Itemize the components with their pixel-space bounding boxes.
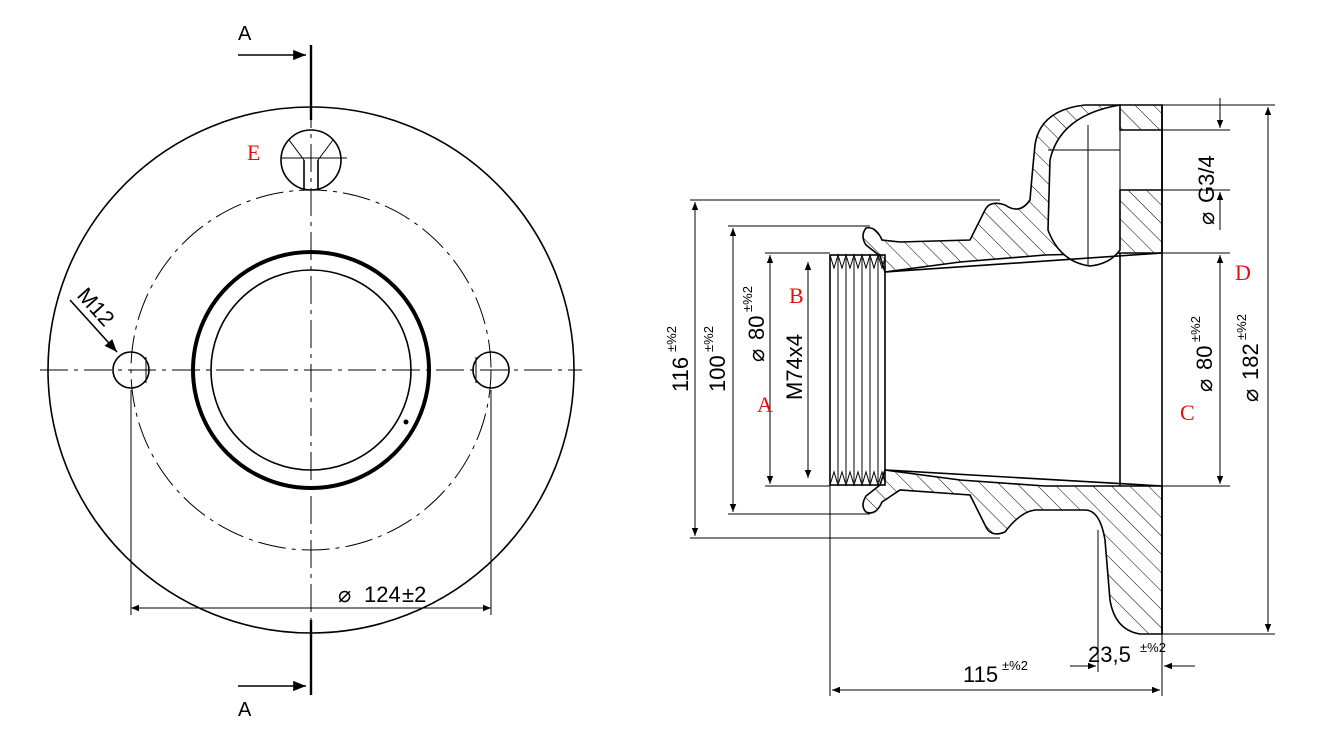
dim-23-tol: ±%2 [1140, 640, 1166, 655]
label-A: A [757, 392, 773, 417]
bore-mark [403, 419, 409, 425]
dim-116-text: 116 ±%2 [664, 326, 693, 392]
svg-text:⌀: ⌀ [1238, 389, 1263, 402]
front-view: A A M12 ⌀ 124 ±2 E [40, 23, 582, 721]
port-cone-right [317, 139, 334, 161]
lower-wall-section [862, 469, 1163, 635]
tap-leader [69, 299, 118, 353]
svg-text:±%2: ±%2 [1234, 314, 1249, 340]
dim-80-right-text: ⌀ 80 ±%2 [1188, 316, 1217, 392]
dim-port-text: ⌀ G3/4 [1194, 155, 1219, 225]
label-D: D [1235, 260, 1251, 285]
label-B: B [789, 283, 804, 308]
bore-upper-line [884, 252, 1163, 273]
bolt-hole-right [472, 351, 510, 389]
dim-23-value: 23,5 [1088, 642, 1131, 667]
dim-182-text: ⌀ 182 ±%2 [1234, 314, 1263, 402]
dim-80-left-text: ⌀ 80 ±%2 [740, 286, 769, 362]
dim-124-value: 124 [364, 582, 401, 607]
section-view: 116 ±%2 100 ±%2 ⌀ 80 ±%2 M74x4 ⌀ G3/4 [664, 98, 1275, 696]
port-hole [280, 129, 342, 191]
svg-text:80: 80 [1192, 346, 1217, 370]
svg-text:M74x4: M74x4 [782, 334, 807, 400]
port-pocket [1047, 104, 1163, 267]
svg-text:116: 116 [668, 357, 693, 392]
svg-text:⌀: ⌀ [1192, 379, 1217, 392]
svg-text:±%2: ±%2 [740, 286, 755, 312]
port-cone-left [288, 139, 305, 161]
label-C: C [1180, 400, 1195, 425]
svg-text:±%2: ±%2 [664, 326, 679, 352]
dim-124-prefix: ⌀ [338, 582, 351, 607]
section-marker-bottom: A [238, 699, 252, 721]
svg-text:⌀: ⌀ [744, 349, 769, 362]
section-marker-top: A [238, 23, 252, 45]
bore-lower-line [884, 469, 1163, 487]
dim-115-value: 115 [963, 662, 998, 687]
label-E: E [247, 140, 260, 165]
dim-thread-text: M74x4 [782, 334, 807, 400]
tap-callout: M12 [72, 283, 119, 332]
svg-text:G3/4: G3/4 [1194, 155, 1219, 203]
bolt-hole-left [112, 351, 150, 389]
svg-text:182: 182 [1238, 343, 1263, 380]
thread-region [829, 253, 886, 487]
dim-100-text: 100 ±%2 [701, 326, 730, 392]
svg-text:±%2: ±%2 [701, 326, 716, 352]
dim-124-tol: ±2 [402, 582, 426, 607]
svg-text:100: 100 [705, 355, 730, 392]
svg-text:±%2: ±%2 [1188, 316, 1203, 342]
dim-115-tol: ±%2 [1002, 658, 1028, 673]
svg-text:80: 80 [744, 316, 769, 340]
svg-text:⌀: ⌀ [1194, 212, 1219, 225]
